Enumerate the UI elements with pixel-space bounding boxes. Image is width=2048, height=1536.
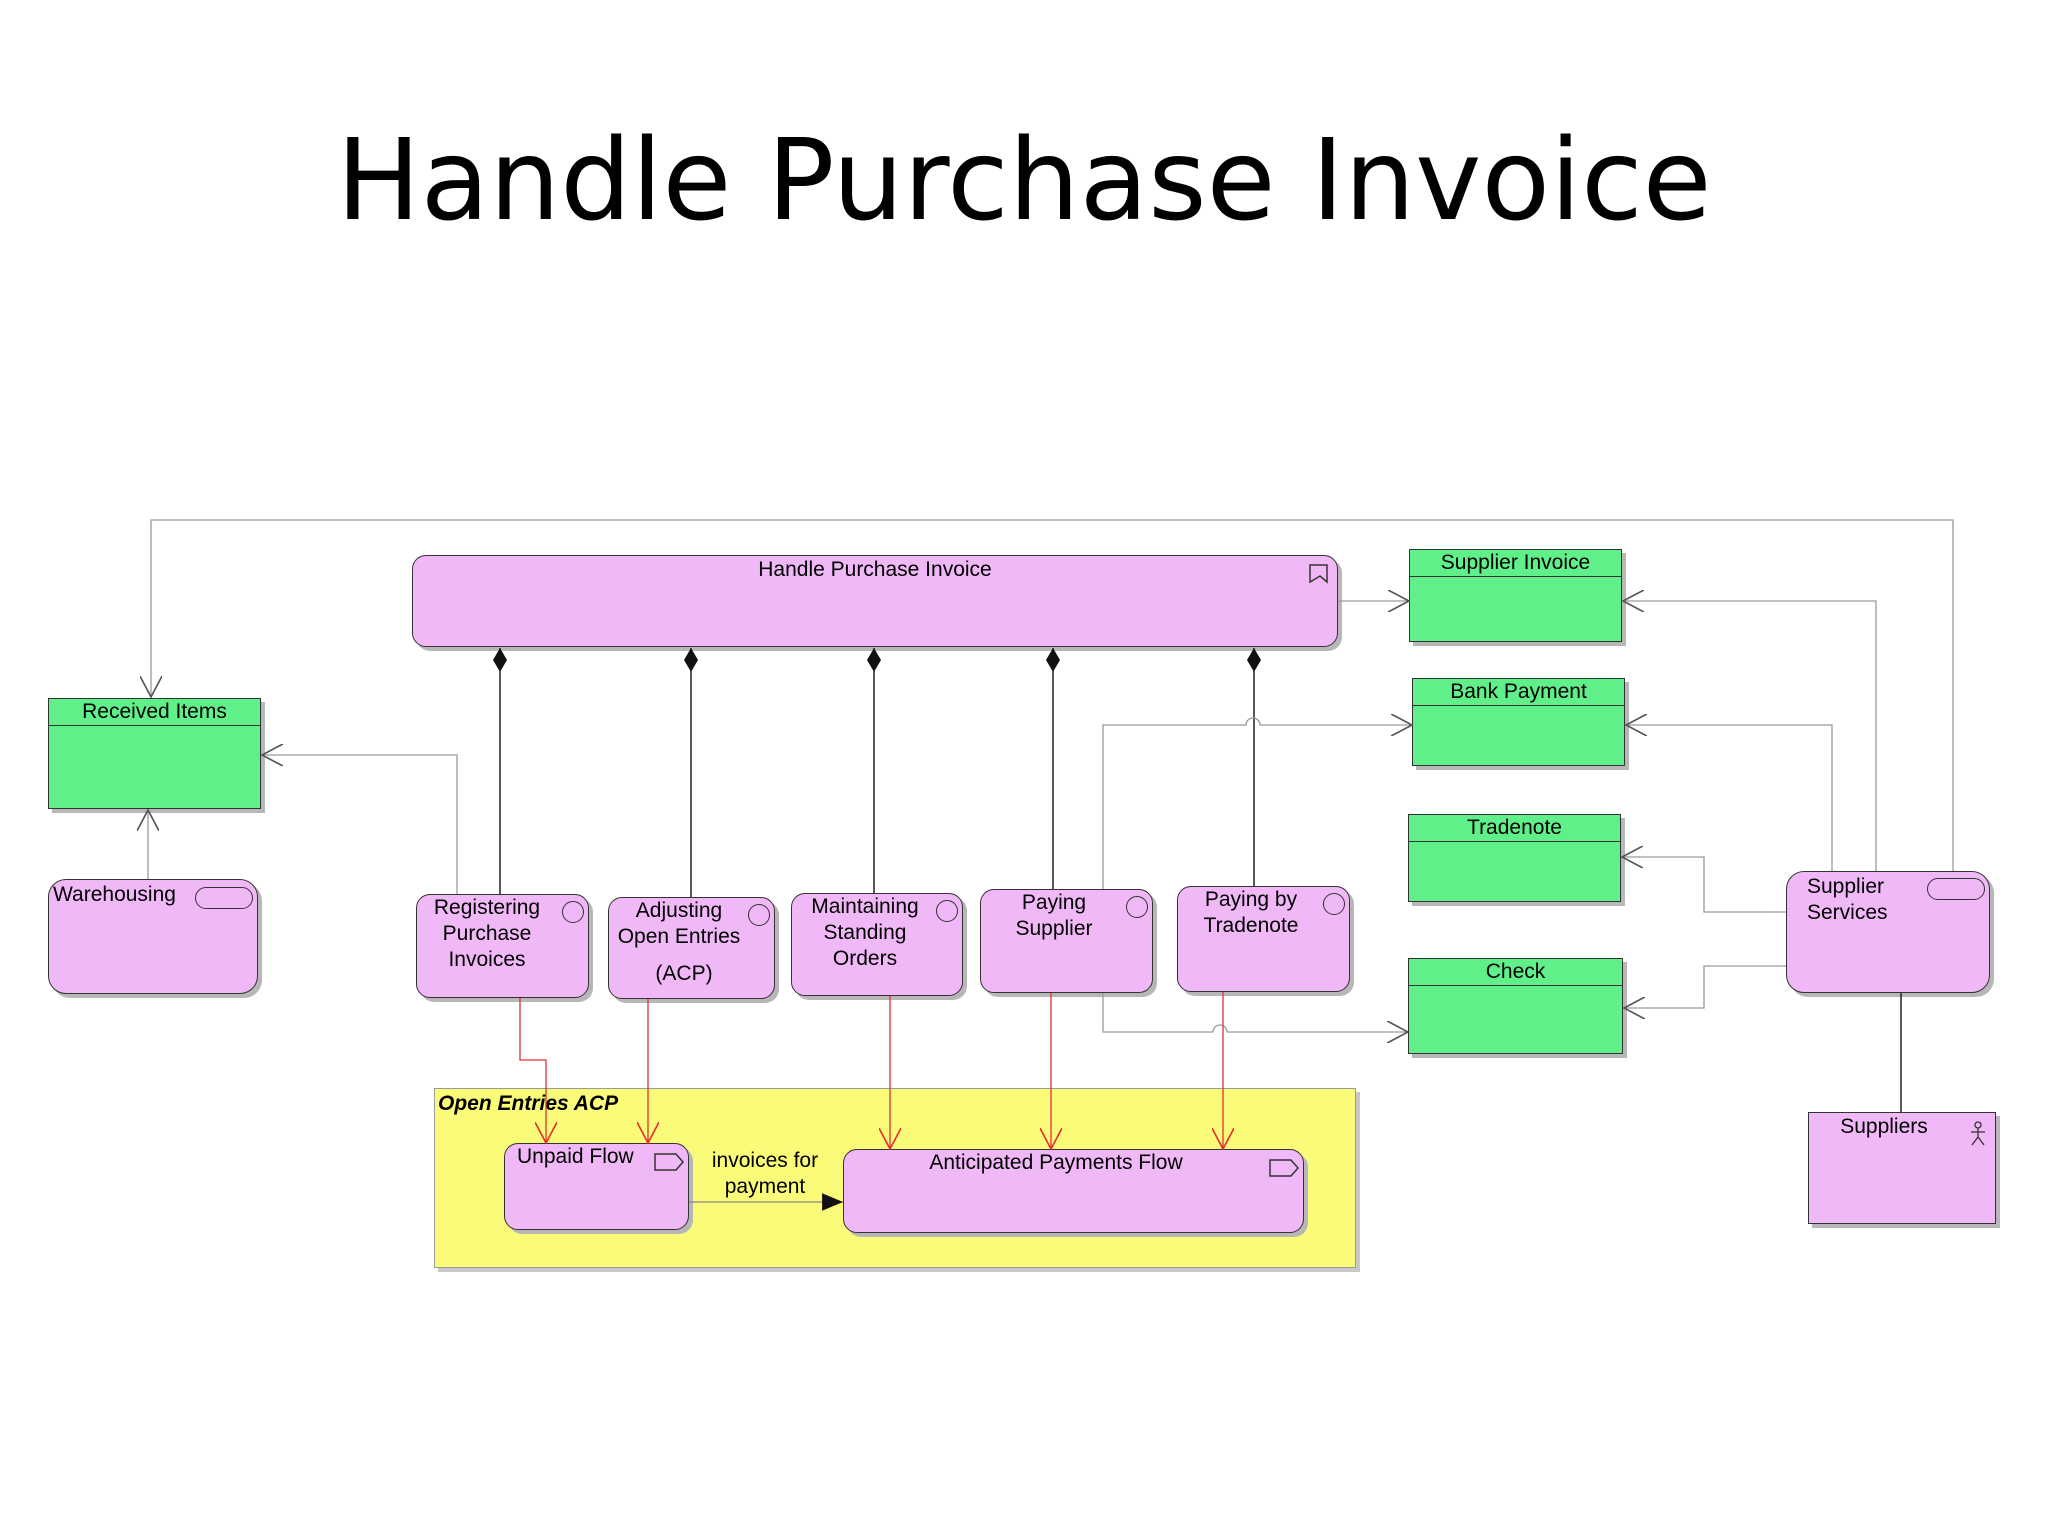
received-items-object[interactable]: Received Items bbox=[48, 698, 261, 809]
main-process-box[interactable]: Handle Purchase Invoice bbox=[412, 555, 1338, 647]
flow-icon bbox=[654, 1153, 684, 1171]
suppliers-label: Suppliers bbox=[1840, 1115, 1928, 1138]
registering-label: Registering Purchase Invoices bbox=[433, 896, 541, 971]
maintaining-standing-orders-function[interactable]: Maintaining Standing Orders bbox=[791, 893, 963, 996]
arrow-services-to-bank bbox=[1626, 725, 1833, 871]
paying-supplier-function[interactable]: Paying Supplier bbox=[980, 889, 1153, 993]
diamond-4 bbox=[1046, 648, 1060, 672]
unpaid-flow-label: Unpaid Flow bbox=[517, 1145, 634, 1168]
maintaining-label: Maintaining Standing Orders bbox=[811, 895, 919, 970]
diamond-2 bbox=[684, 648, 698, 672]
adjusting-acp-label: (ACP) bbox=[655, 962, 713, 985]
function-icon bbox=[1323, 893, 1345, 915]
bank-payment-object[interactable]: Bank Payment bbox=[1412, 678, 1625, 766]
service-icon bbox=[195, 887, 253, 909]
check-object[interactable]: Check bbox=[1408, 958, 1623, 1054]
anticipated-flow-label: Anticipated Payments Flow bbox=[929, 1151, 1183, 1174]
tradenote-label: Tradenote bbox=[1409, 815, 1620, 842]
paying-by-tradenote-function[interactable]: Paying by Tradenote bbox=[1177, 886, 1350, 992]
invoices-for-payment-label: invoices for payment bbox=[711, 1149, 819, 1198]
main-process-label: Handle Purchase Invoice bbox=[758, 558, 992, 581]
supplier-invoice-label: Supplier Invoice bbox=[1410, 550, 1621, 577]
unpaid-flow-event[interactable]: Unpaid Flow bbox=[504, 1143, 689, 1230]
arrow-services-to-invoice bbox=[1623, 601, 1877, 871]
process-icon bbox=[1309, 564, 1328, 584]
received-items-label: Received Items bbox=[49, 699, 260, 726]
diamond-1 bbox=[493, 648, 507, 672]
adjusting-open-entries-function[interactable]: Adjusting Open Entries (ACP) bbox=[608, 897, 775, 999]
supplier-invoice-object[interactable]: Supplier Invoice bbox=[1409, 549, 1622, 642]
page-title: Handle Purchase Invoice bbox=[336, 116, 1712, 246]
warehousing-label: Warehousing bbox=[53, 883, 176, 906]
registering-purchase-invoices-function[interactable]: Registering Purchase Invoices bbox=[416, 894, 589, 998]
paying-supplier-label: Paying Supplier bbox=[1015, 891, 1093, 940]
flow-registering-to-unpaid bbox=[519, 998, 546, 1143]
arrow-top-loop bbox=[151, 519, 1954, 871]
check-label: Check bbox=[1409, 959, 1622, 986]
function-icon bbox=[562, 901, 584, 923]
arrow-registering-to-received bbox=[262, 755, 458, 894]
adjusting-label: Adjusting Open Entries bbox=[617, 899, 741, 948]
tradenote-object[interactable]: Tradenote bbox=[1408, 814, 1621, 902]
anticipated-payments-flow-event[interactable]: Anticipated Payments Flow bbox=[843, 1149, 1304, 1233]
arrow-services-to-check bbox=[1624, 965, 1786, 1008]
function-icon bbox=[748, 904, 770, 926]
suppliers-actor[interactable]: Suppliers bbox=[1808, 1112, 1996, 1224]
actor-icon bbox=[1971, 1121, 1985, 1146]
flow-icon bbox=[1269, 1159, 1299, 1177]
arrow-services-to-tradenote bbox=[1622, 857, 1786, 913]
service-icon bbox=[1927, 878, 1985, 900]
function-icon bbox=[936, 900, 958, 922]
arrow-paying-to-check bbox=[1102, 993, 1408, 1032]
supplier-services-label: Supplier Services bbox=[1807, 875, 1888, 924]
function-icon bbox=[1126, 896, 1148, 918]
diamond-5 bbox=[1247, 648, 1261, 672]
group-label: Open Entries ACP bbox=[438, 1092, 619, 1115]
diamond-3 bbox=[867, 648, 881, 672]
paying-tradenote-label: Paying by Tradenote bbox=[1203, 888, 1299, 937]
warehousing-service[interactable]: Warehousing bbox=[48, 879, 258, 994]
bank-payment-label: Bank Payment bbox=[1413, 679, 1624, 706]
supplier-services-service[interactable]: Supplier Services bbox=[1786, 871, 1990, 993]
arrow-paying-to-bank bbox=[1102, 718, 1412, 889]
